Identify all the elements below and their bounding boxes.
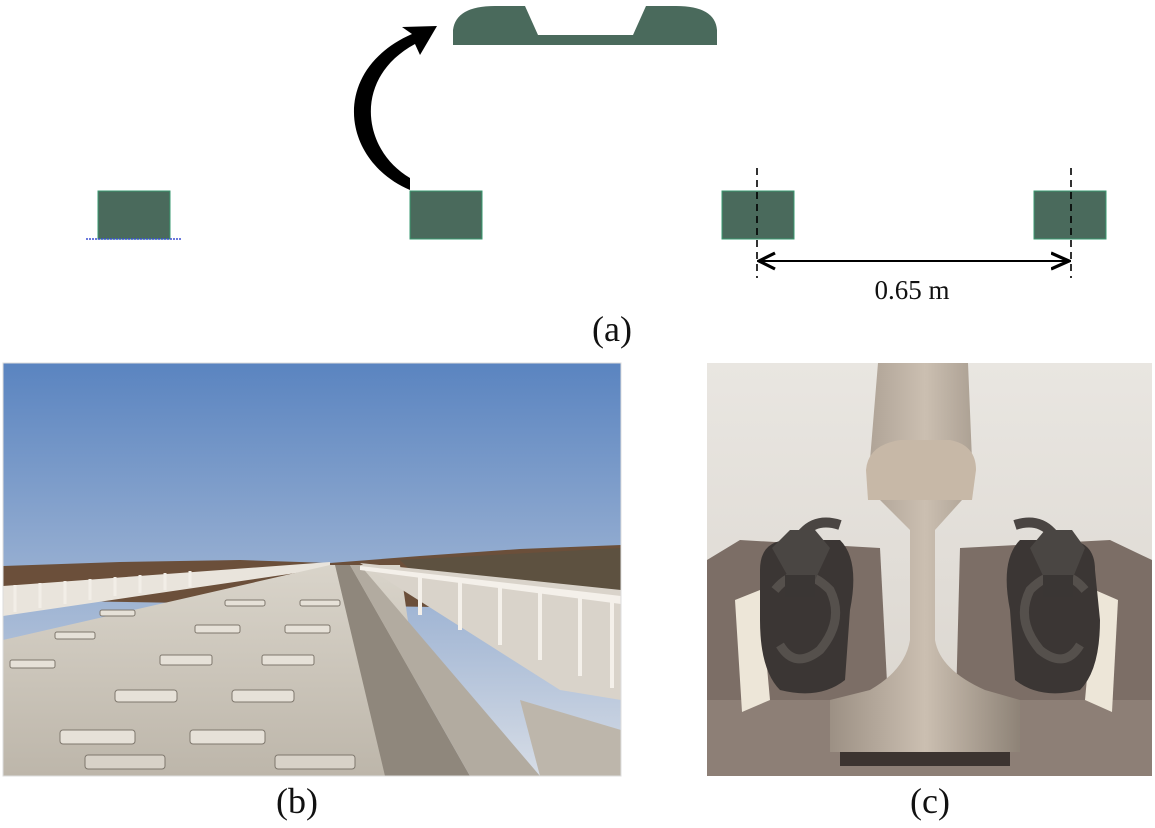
left-fastener bbox=[760, 517, 854, 694]
sleeper-profile bbox=[453, 6, 717, 45]
block-1 bbox=[97, 190, 171, 240]
panel-c-photo bbox=[707, 363, 1152, 776]
panel-a-label: (a) bbox=[592, 309, 632, 349]
block-3 bbox=[721, 190, 795, 240]
panel-c-label: (c) bbox=[910, 781, 950, 821]
panel-a: 0.65 m (a) bbox=[86, 6, 1107, 349]
right-fastener bbox=[1006, 517, 1100, 694]
dimension-label: 0.65 m bbox=[874, 275, 949, 305]
block-4 bbox=[1033, 190, 1107, 240]
block-2 bbox=[409, 190, 483, 240]
panel-b-photo bbox=[2, 362, 622, 777]
rotation-arrow bbox=[353, 26, 437, 190]
panel-b-label: (b) bbox=[276, 781, 318, 821]
